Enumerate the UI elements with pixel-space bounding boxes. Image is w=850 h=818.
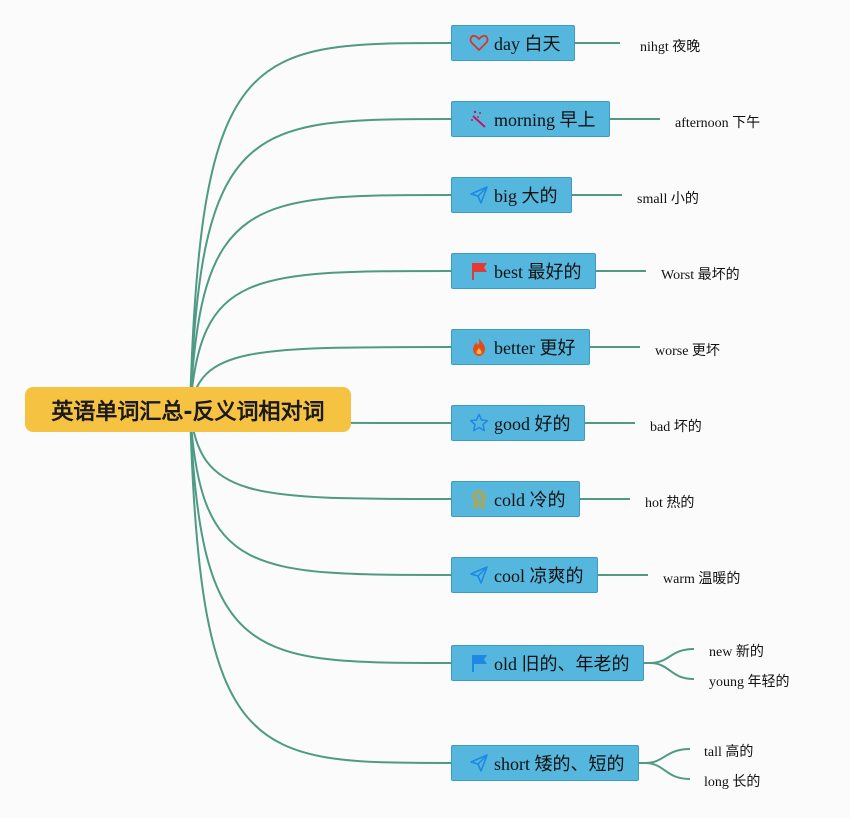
topic-day[interactable]: day 白天 xyxy=(451,25,575,61)
subtopic-bad[interactable]: bad 坏的 xyxy=(650,420,702,435)
topic-label: good 好的 xyxy=(494,414,571,434)
leaf-connector xyxy=(649,662,695,680)
topic-old[interactable]: old 旧的、年老的 xyxy=(451,645,644,681)
red-flag-icon xyxy=(468,260,490,282)
subtopic-small[interactable]: small 小的 xyxy=(637,192,699,207)
topic-big[interactable]: big 大的 xyxy=(451,177,572,213)
subtopic-worse[interactable]: worse 更坏 xyxy=(655,344,720,359)
topic-label: day 白天 xyxy=(494,34,561,54)
branch-connector xyxy=(189,270,452,411)
subtopic-new[interactable]: new 新的 xyxy=(709,645,764,660)
root-topic[interactable]: 英语单词汇总-反义词相对词 xyxy=(25,387,351,432)
branch-connector xyxy=(189,42,452,411)
leaf-connector xyxy=(644,762,691,780)
topic-label: big 大的 xyxy=(494,186,558,206)
topic-label: morning 早上 xyxy=(494,110,596,130)
magic-wand-icon xyxy=(468,108,490,130)
topic-label: cool 凉爽的 xyxy=(494,566,584,586)
award-icon xyxy=(468,488,490,510)
subtopic-hot[interactable]: hot 热的 xyxy=(645,496,695,511)
star-icon xyxy=(468,412,490,434)
heart-icon xyxy=(468,32,490,54)
topic-cool[interactable]: cool 凉爽的 xyxy=(451,557,598,593)
branch-connector xyxy=(189,409,452,500)
leaf-connector xyxy=(649,648,695,664)
topic-good[interactable]: good 好的 xyxy=(451,405,585,441)
topic-best[interactable]: best 最好的 xyxy=(451,253,596,289)
paper-plane-icon xyxy=(468,564,490,586)
topic-label: better 更好 xyxy=(494,338,576,358)
topic-morning[interactable]: morning 早上 xyxy=(451,101,610,137)
branch-connector xyxy=(189,194,452,411)
branch-connector xyxy=(189,118,452,411)
branch-connector xyxy=(189,409,452,576)
subtopic-worst[interactable]: Worst 最坏的 xyxy=(661,268,740,283)
paper-plane-icon xyxy=(468,184,490,206)
topic-label: best 最好的 xyxy=(494,262,582,282)
topic-label: old 旧的、年老的 xyxy=(494,654,630,674)
topic-better[interactable]: better 更好 xyxy=(451,329,590,365)
topic-label: short 矮的、短的 xyxy=(494,754,625,774)
subtopic-warm[interactable]: warm 温暖的 xyxy=(663,572,741,587)
subtopic-tall[interactable]: tall 高的 xyxy=(704,745,754,760)
subtopic-long[interactable]: long 长的 xyxy=(704,775,761,790)
branch-connector xyxy=(189,409,452,764)
leaf-connector xyxy=(644,748,691,764)
branch-connector xyxy=(189,409,452,664)
paper-plane-icon xyxy=(468,752,490,774)
topic-cold[interactable]: cold 冷的 xyxy=(451,481,580,517)
root-topic-label: 英语单词汇总-反义词相对词 xyxy=(51,399,325,425)
subtopic-young[interactable]: young 年轻的 xyxy=(709,675,790,690)
fire-icon xyxy=(468,336,490,358)
subtopic-afternoon[interactable]: afternoon 下午 xyxy=(675,116,761,131)
subtopic-night[interactable]: nihgt 夜晚 xyxy=(640,40,701,55)
topic-short[interactable]: short 矮的、短的 xyxy=(451,745,639,781)
blue-flag-icon xyxy=(468,652,490,674)
topic-label: cold 冷的 xyxy=(494,490,566,510)
